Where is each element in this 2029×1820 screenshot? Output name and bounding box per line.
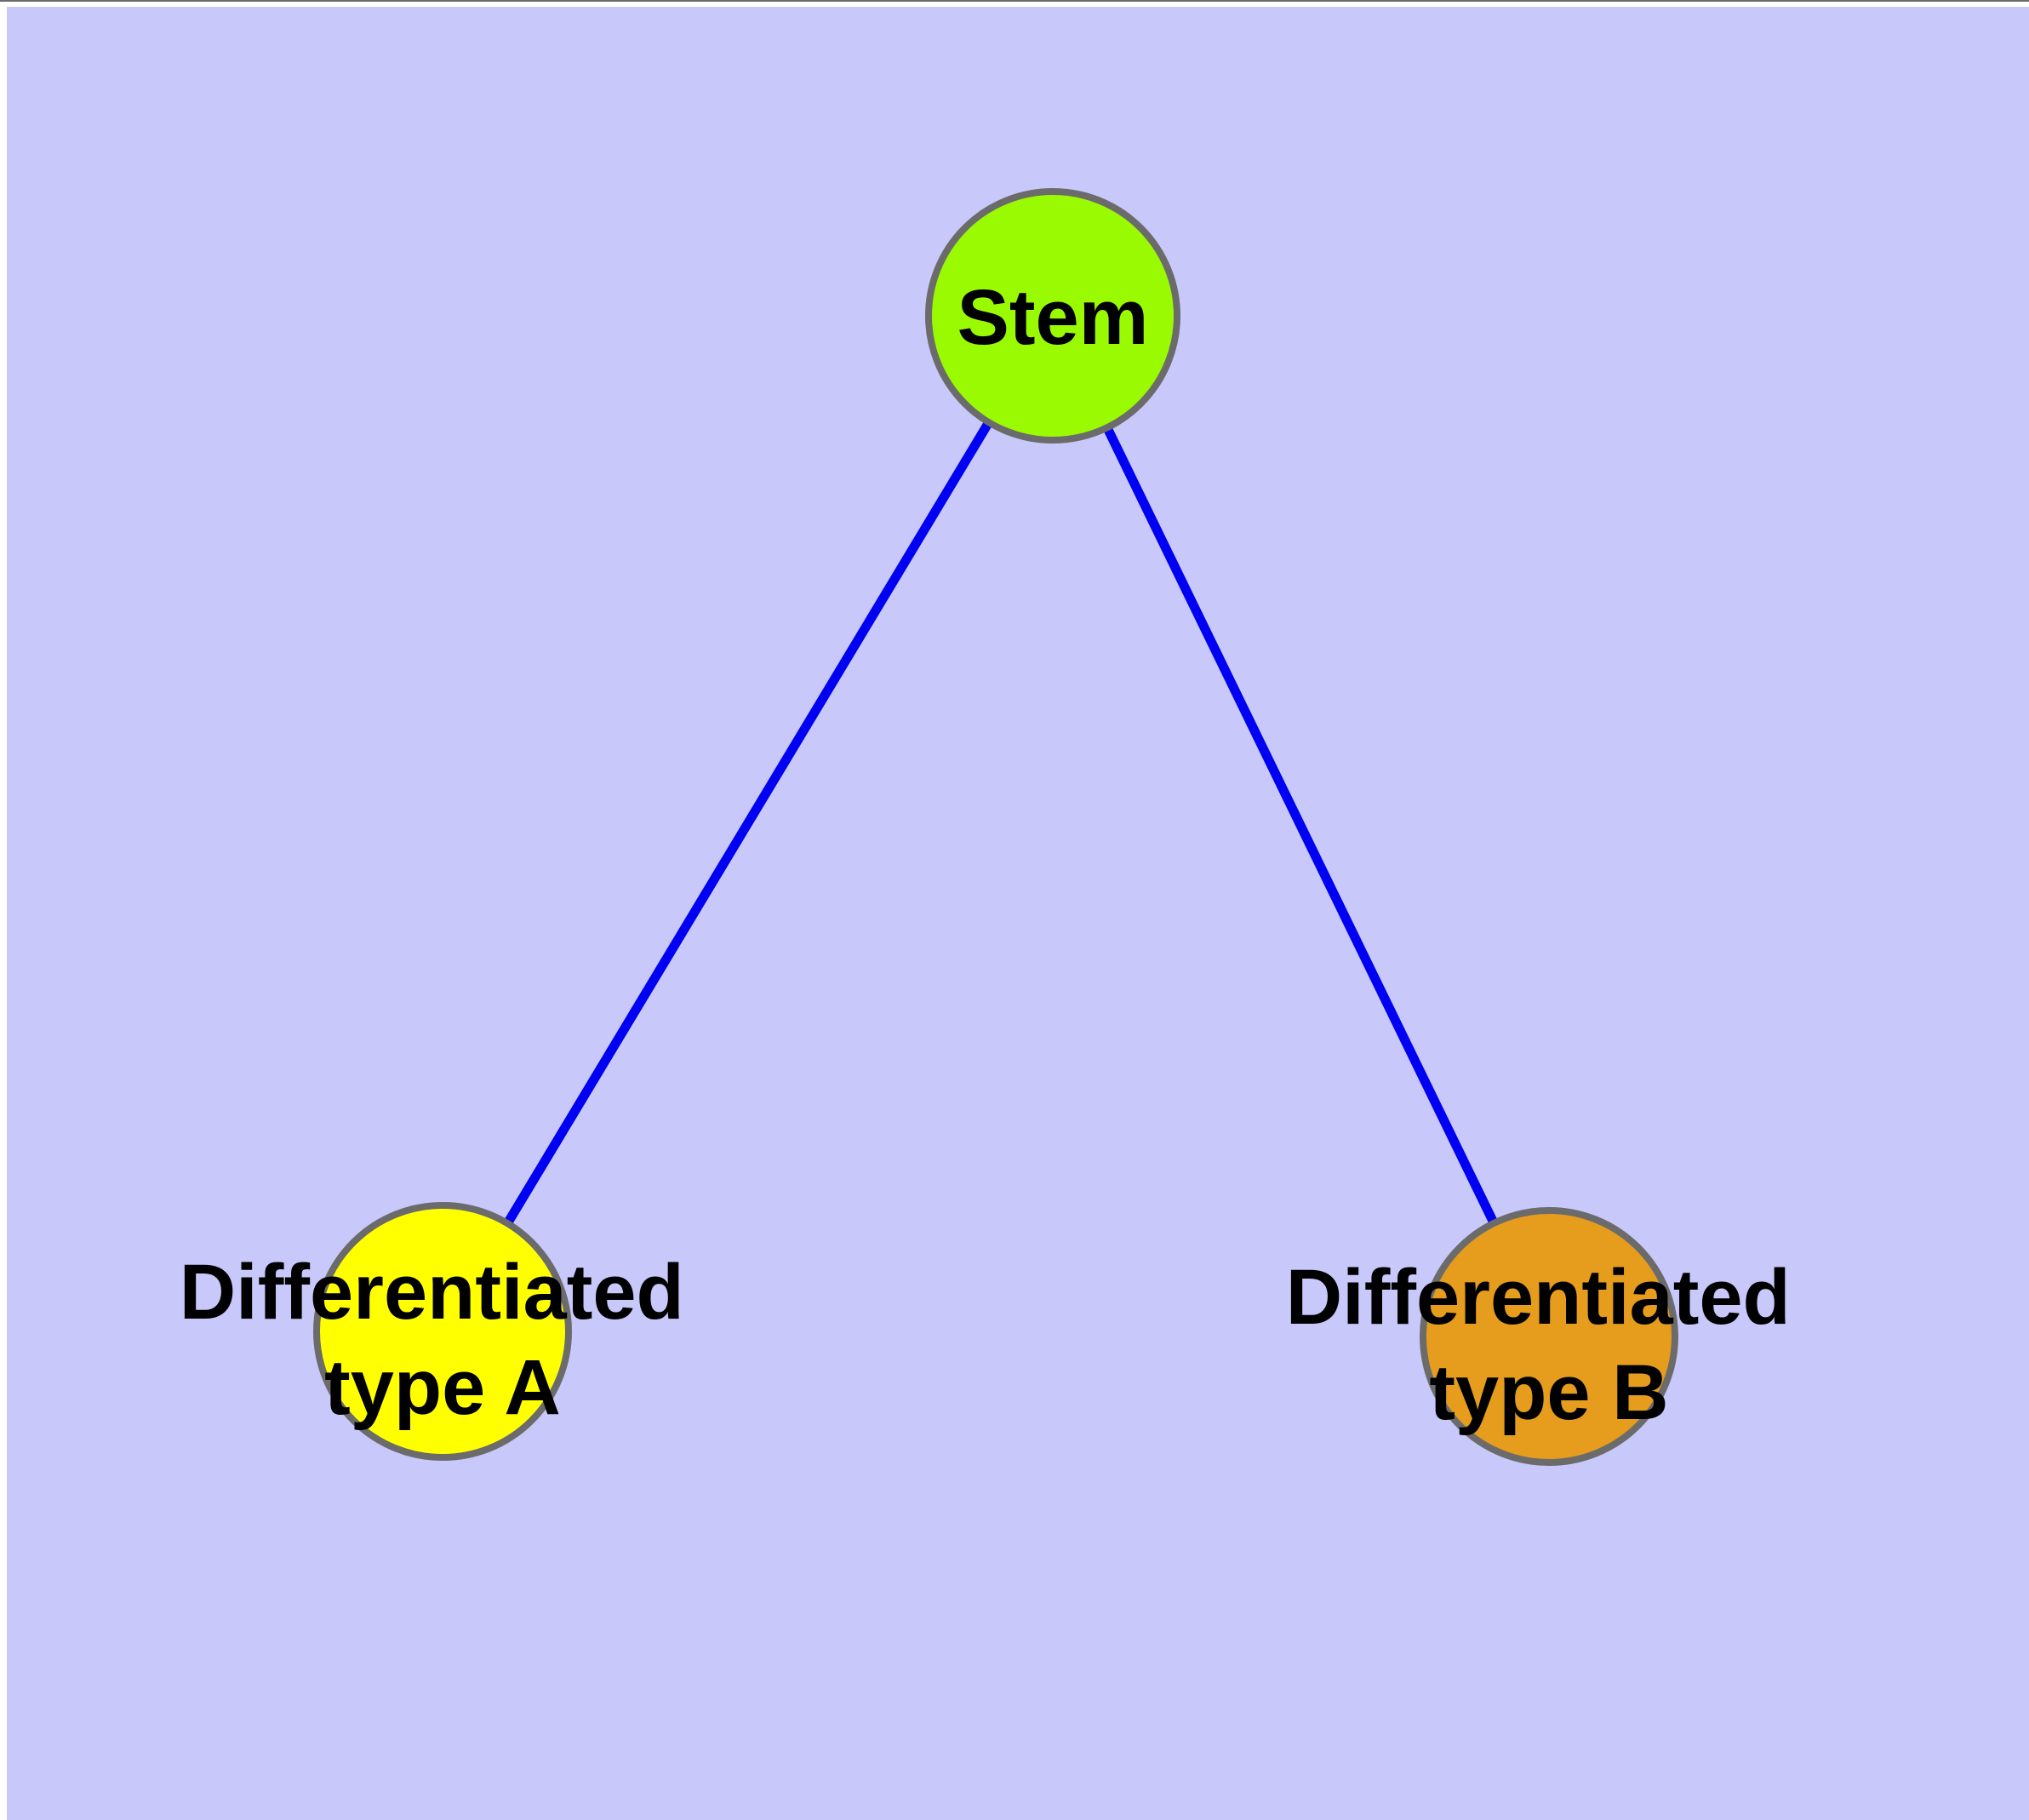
node-type-b-circle bbox=[1420, 1207, 1678, 1466]
top-border-line bbox=[0, 0, 2029, 2]
node-stem-label: Stem bbox=[957, 274, 1149, 361]
node-type-b-label-line2: type B bbox=[1429, 1349, 1668, 1436]
edge-stem-to-type-a bbox=[438, 313, 1057, 1334]
node-type-a-circle bbox=[313, 1202, 572, 1461]
node-type-a-label-line1: Differentiated bbox=[180, 1249, 684, 1336]
node-type-b-label: Differentiated type B bbox=[1286, 1254, 1813, 1436]
node-type-a-label: Differentiated type A bbox=[180, 1249, 706, 1431]
node-type-a-label-line2: type A bbox=[324, 1344, 561, 1431]
edge-stem-to-type-b bbox=[1049, 313, 1553, 1339]
node-stem-circle bbox=[925, 188, 1180, 444]
node-type-b-label-line1: Differentiated bbox=[1286, 1254, 1791, 1341]
